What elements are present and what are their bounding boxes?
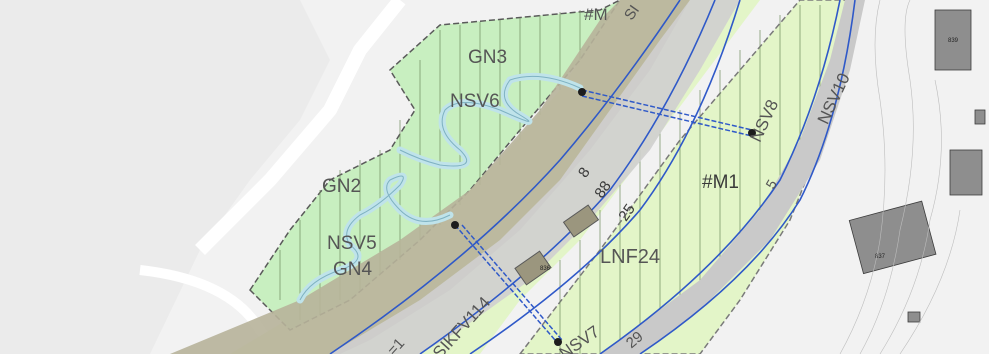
building-east[interactable] [949, 149, 983, 196]
zone-label-nsv5[interactable]: NSV5 [327, 233, 377, 254]
zone-label-lnf24[interactable]: LNF24 [600, 246, 660, 268]
building-label-836: 836 [540, 266, 551, 272]
zone-label-m-top[interactable]: #M [584, 5, 608, 24]
station-label-88: 88 [591, 178, 614, 201]
buildings [848, 9, 986, 323]
building-small-2[interactable] [907, 311, 921, 323]
zone-label-gn3[interactable]: GN3 [468, 47, 507, 68]
building-label-837: 837 [875, 254, 886, 260]
zone-label-m1[interactable]: #M1 [702, 172, 739, 193]
corridor-structure-2 [514, 250, 552, 286]
building-label-839: 839 [948, 38, 959, 44]
corridor-structure [562, 204, 600, 238]
lnf-zone [519, 0, 861, 354]
zone-label-nsv6[interactable]: NSV6 [450, 91, 500, 112]
road-corridor [170, 0, 690, 354]
culvert-outlet-nsv8[interactable] [748, 129, 756, 137]
contour-lines [839, 0, 961, 354]
road-band-right [600, 0, 865, 354]
culvert-lines [454, 89, 753, 341]
road-surface [330, 0, 740, 354]
zone-label-gn4[interactable]: GN4 [333, 259, 373, 280]
building-839[interactable] [934, 9, 972, 71]
regulation-lines [329, 0, 856, 354]
culvert-outlet-nsv7[interactable] [554, 338, 562, 346]
culvert-inlet-nsv6[interactable] [578, 88, 586, 96]
zone-label-gn2[interactable]: GN2 [322, 176, 361, 197]
station-label-25: 25 [615, 201, 638, 224]
local-road [195, 0, 406, 255]
culvert-inlet-nsv5[interactable] [451, 221, 459, 229]
water-streams-outline [299, 75, 581, 301]
terrain-area [0, 0, 330, 354]
building-small[interactable] [974, 109, 986, 125]
